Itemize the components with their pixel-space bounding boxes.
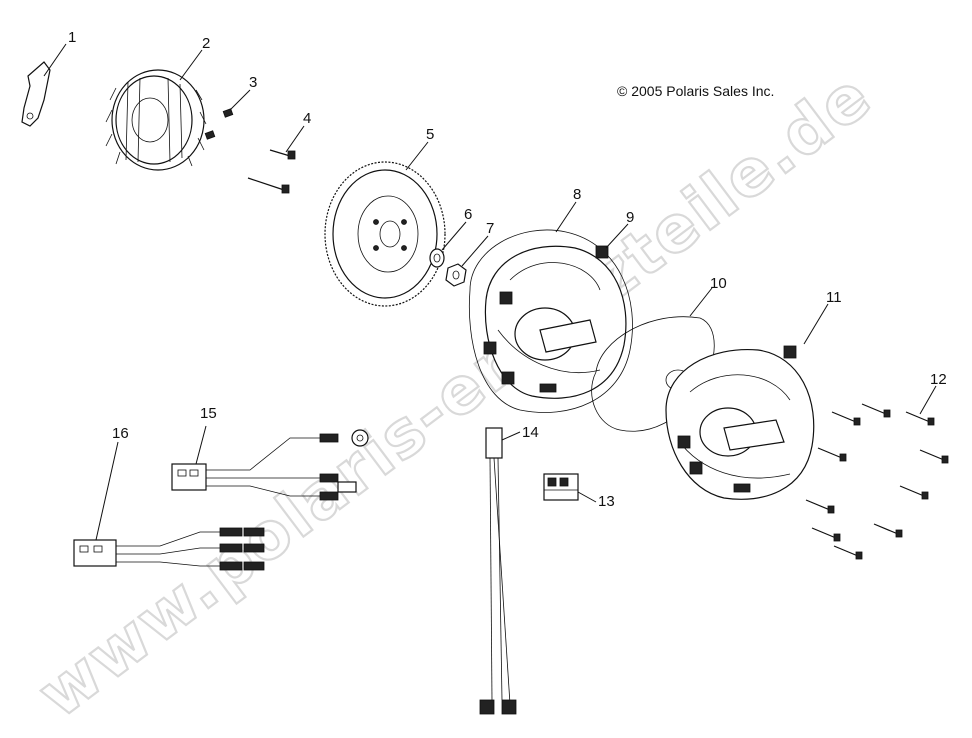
- callout-5: 5: [426, 126, 434, 143]
- part-15-harness[interactable]: [171, 429, 369, 501]
- callout-4: 4: [303, 110, 311, 127]
- part-6-washer[interactable]: [429, 248, 445, 268]
- part-2-stator[interactable]: [105, 69, 207, 171]
- callout-7: 7: [486, 220, 494, 237]
- callout-2: 2: [202, 35, 210, 52]
- callout-6: 6: [464, 206, 472, 223]
- part-1-bracket[interactable]: [21, 61, 51, 127]
- callout-8: 8: [573, 186, 581, 203]
- part-9-cover[interactable]: [483, 245, 627, 399]
- part-13-connector[interactable]: [543, 473, 579, 501]
- callout-3: 3: [249, 74, 257, 91]
- part-4-bolts[interactable]: [247, 149, 296, 194]
- copyright-text: © 2005 Polaris Sales Inc.: [617, 83, 774, 99]
- callout-9: 9: [626, 209, 634, 226]
- part-7-nut[interactable]: [445, 263, 467, 287]
- part-12-bolts[interactable]: [805, 403, 949, 560]
- callout-15: 15: [200, 405, 217, 422]
- callout-1: 1: [68, 29, 76, 46]
- callout-10: 10: [710, 275, 727, 292]
- callout-16: 16: [112, 425, 129, 442]
- callout-12: 12: [930, 371, 947, 388]
- callout-13: 13: [598, 493, 615, 510]
- callout-labels: 1 2 3 4 5 6 7 8 9 10 11 12 13 14 15 16: [68, 29, 947, 510]
- callout-11: 11: [826, 289, 842, 306]
- part-5-flywheel[interactable]: [324, 161, 446, 307]
- callout-14: 14: [522, 424, 539, 441]
- part-11-outer-cover[interactable]: [665, 345, 815, 500]
- part-3-screws[interactable]: [204, 108, 234, 140]
- part-16-harness[interactable]: [73, 527, 265, 571]
- leader-lines: [43, 43, 937, 541]
- part-8-gasket[interactable]: [469, 229, 633, 413]
- part-14-sensor-harness[interactable]: [479, 427, 517, 715]
